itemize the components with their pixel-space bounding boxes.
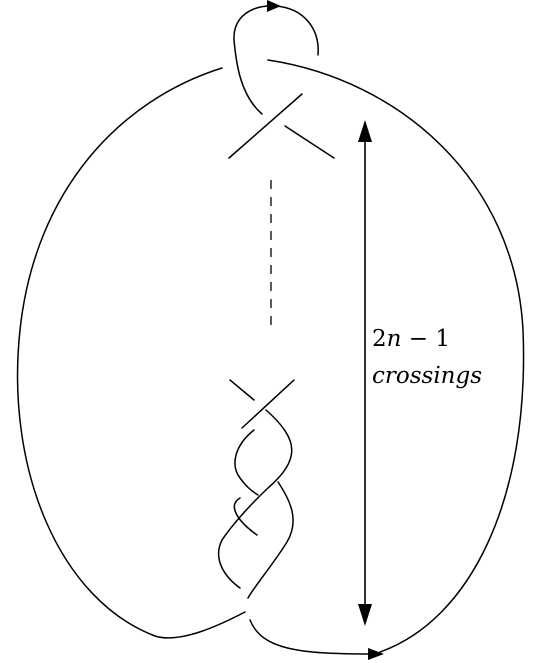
crossings-unit-label: crossings	[372, 363, 482, 389]
top-crossing-strand-a	[228, 93, 303, 159]
top-loop-strand	[233, 5, 319, 115]
span-arrow-bottom-icon	[358, 604, 372, 626]
bottom-arrowhead-icon	[368, 648, 384, 660]
lower-stub-left	[229, 379, 255, 401]
top-arrowhead-icon	[267, 0, 281, 12]
top-crossing-strand-b	[284, 125, 335, 159]
bottom-strand	[249, 619, 373, 655]
span-arrow-top-icon	[358, 120, 372, 142]
lower-stub-right	[241, 379, 295, 429]
crossings-count-label: 2n − 1	[372, 326, 450, 352]
right-outer-strand	[267, 59, 525, 653]
twist-strand-2	[234, 429, 259, 496]
twist-strand-4	[233, 497, 258, 536]
twist-strand-3	[247, 481, 294, 599]
left-outer-strand	[16, 67, 246, 639]
twist-strand-1	[217, 409, 293, 589]
